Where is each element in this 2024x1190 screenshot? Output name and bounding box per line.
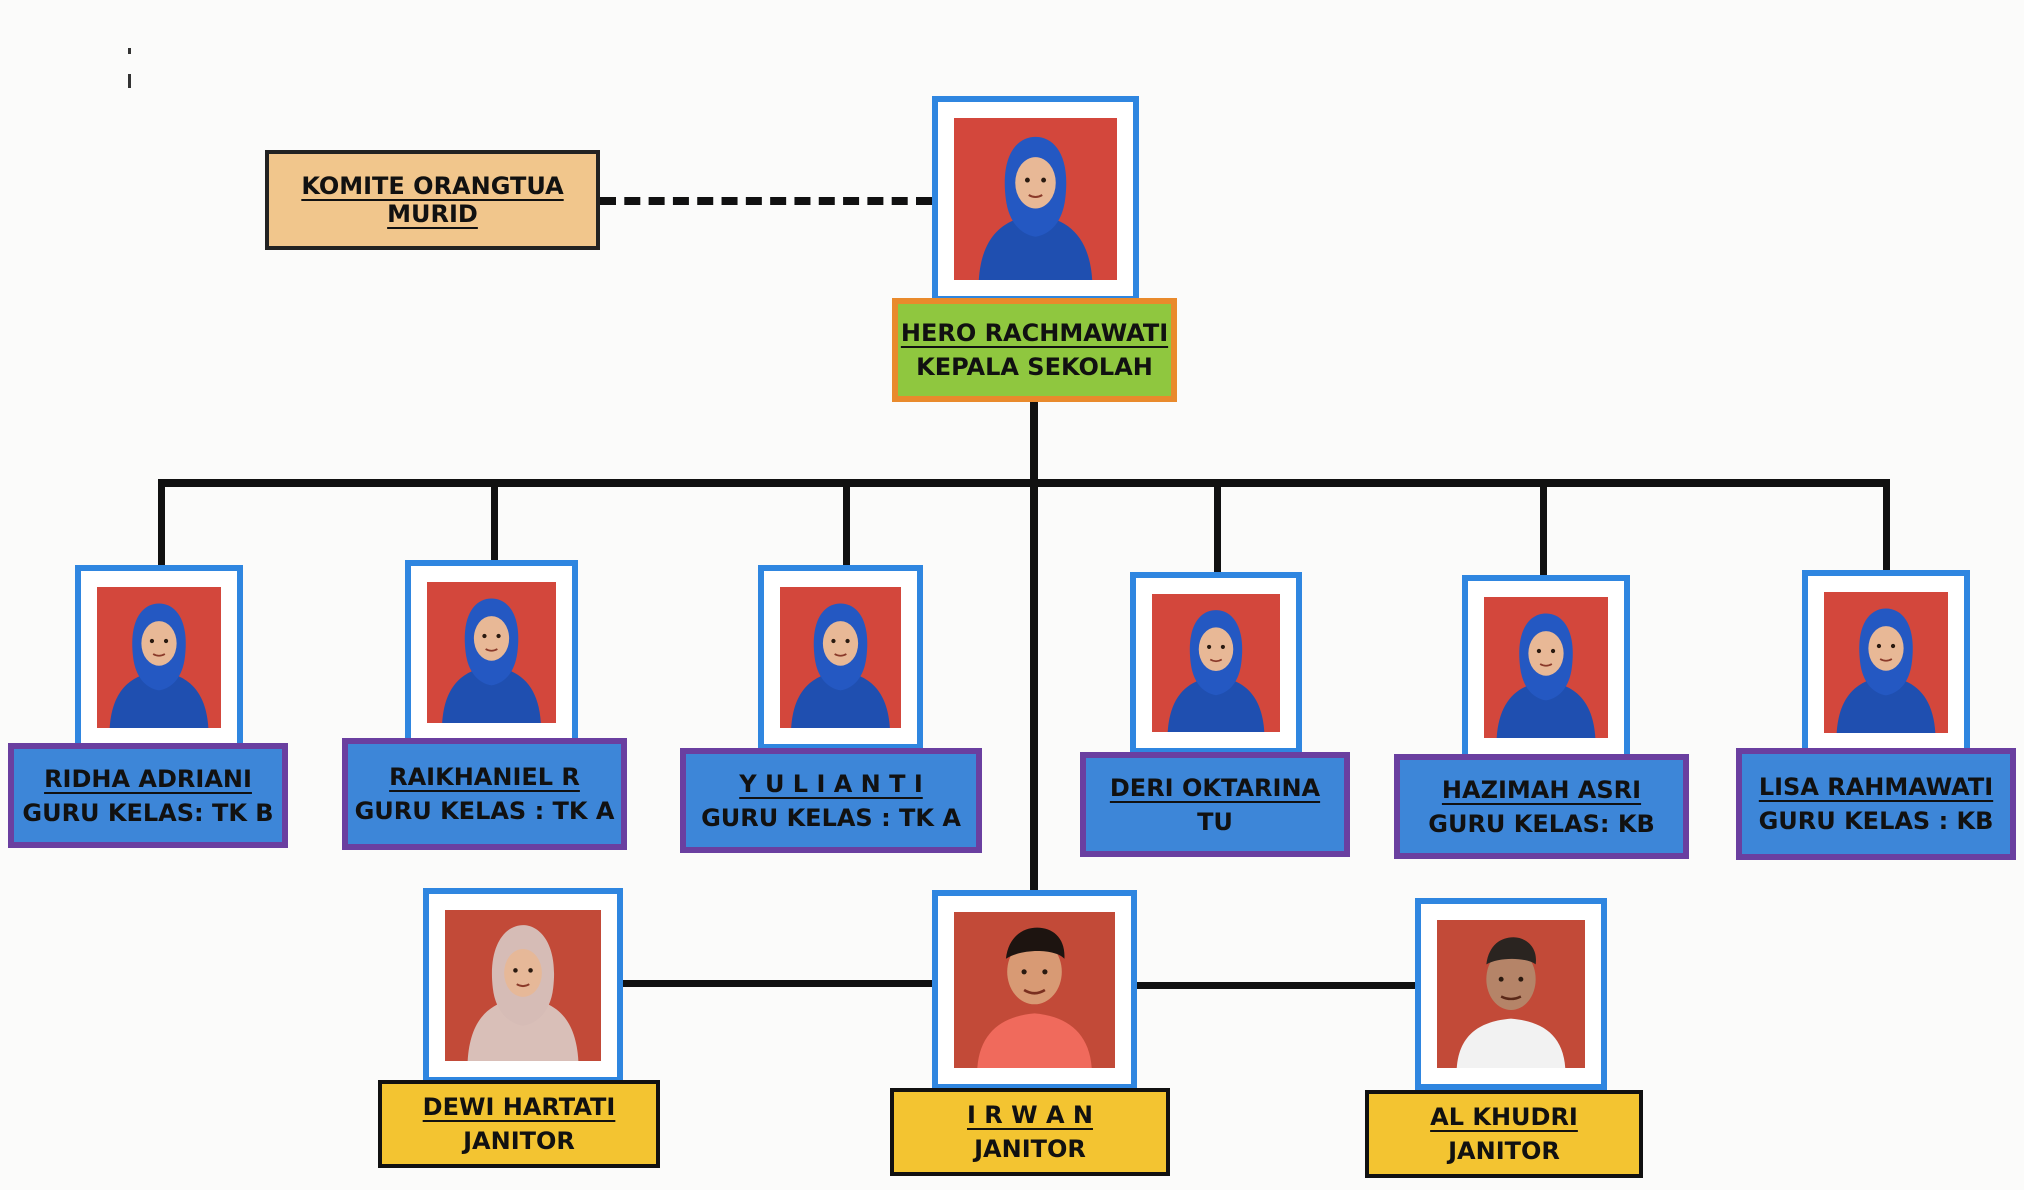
teacher-name: DERI OKTARINA — [1109, 773, 1321, 802]
janitor-photo-frame-2 — [932, 890, 1137, 1090]
person-photo-hijab-icon — [1824, 592, 1948, 733]
teacher-label-box-3: Y U L I A N T I GURU KELAS : TK A — [680, 748, 982, 853]
teacher-role: GURU KELAS: TK B — [22, 798, 274, 827]
person-photo-man-icon — [1437, 920, 1585, 1068]
head-photo-frame — [932, 96, 1139, 302]
janitor-name: AL KHUDRI — [1430, 1103, 1578, 1131]
person-photo-hijab-icon — [427, 582, 556, 723]
teacher-drop-4 — [1214, 479, 1221, 574]
teacher-drop-6 — [1883, 479, 1890, 574]
teacher-photo-frame-6 — [1802, 570, 1970, 755]
teacher-photo-frame-3 — [758, 565, 923, 750]
teacher-name: LISA RAHMAWATI — [1758, 773, 1994, 801]
janitor-name: I R W A N — [967, 1101, 1093, 1129]
teacher-photo-frame-4 — [1130, 572, 1302, 754]
teacher-label-box-2: RAIKHANIEL R GURU KELAS : TK A — [342, 738, 627, 850]
person-photo-hijab-icon — [1152, 594, 1280, 732]
scan-mark — [128, 48, 131, 54]
teacher-role: GURU KELAS : TK A — [354, 797, 615, 825]
janitor-name: DEWI HARTATI — [422, 1093, 616, 1121]
teachers-horizontal-connector — [158, 479, 1890, 487]
teacher-drop-3 — [843, 479, 850, 569]
person-photo-hijab-icon — [97, 587, 221, 728]
janitor-role: JANITOR — [1448, 1137, 1560, 1165]
teacher-photo-frame-2 — [405, 560, 578, 745]
komite-dashed-connector — [600, 197, 932, 205]
teacher-role: TU — [1197, 807, 1233, 836]
person-photo-hijab-icon — [954, 118, 1117, 280]
teacher-label-box-1: RIDHA ADRIANI GURU KELAS: TK B — [8, 743, 288, 848]
janitor-photo-frame-1 — [423, 888, 623, 1083]
janitor-role: JANITOR — [463, 1127, 575, 1155]
janitor-right-connector — [1130, 982, 1416, 989]
teacher-role: GURU KELAS: KB — [1428, 809, 1655, 838]
person-photo-man-icon — [954, 912, 1115, 1068]
head-label-box: HERO RACHMAWATI KEPALA SEKOLAH — [892, 298, 1177, 402]
teacher-name: HAZIMAH ASRI — [1441, 775, 1642, 804]
teacher-label-box-4: DERI OKTARINA TU — [1080, 752, 1350, 857]
head-name: HERO RACHMAWATI — [900, 319, 1169, 347]
person-photo-hijab-icon — [780, 587, 901, 728]
janitor-left-connector — [620, 980, 934, 987]
teacher-label-box-5: HAZIMAH ASRI GURU KELAS: KB — [1394, 754, 1689, 859]
janitor-label-box-1: DEWI HARTATI JANITOR — [378, 1080, 660, 1168]
janitor-photo-frame-3 — [1415, 898, 1607, 1090]
teacher-label-box-6: LISA RAHMAWATI GURU KELAS : KB — [1736, 748, 2016, 860]
teacher-drop-5 — [1540, 479, 1547, 579]
person-photo-hijab-icon — [445, 910, 601, 1061]
teacher-photo-frame-5 — [1462, 575, 1630, 760]
teacher-drop-2 — [491, 479, 498, 564]
janitor-label-box-3: AL KHUDRI JANITOR — [1365, 1090, 1643, 1178]
person-photo-hijab-icon — [1484, 597, 1608, 738]
head-vertical-connector — [1030, 398, 1038, 898]
komite-label: KOMITE ORANGTUA MURID — [301, 172, 564, 228]
komite-box: KOMITE ORANGTUA MURID — [265, 150, 600, 250]
teacher-name: RAIKHANIEL R — [389, 763, 580, 791]
teacher-name: RIDHA ADRIANI — [44, 764, 252, 793]
teacher-drop-1 — [158, 479, 165, 569]
teacher-role: GURU KELAS : KB — [1758, 807, 1994, 835]
scan-mark — [128, 74, 131, 88]
teacher-role: GURU KELAS : TK A — [701, 803, 961, 832]
janitor-label-box-2: I R W A N JANITOR — [890, 1088, 1170, 1176]
teacher-name: Y U L I A N T I — [739, 769, 923, 798]
teacher-photo-frame-1 — [75, 565, 243, 750]
head-role: KEPALA SEKOLAH — [916, 353, 1153, 381]
janitor-role: JANITOR — [974, 1135, 1086, 1163]
